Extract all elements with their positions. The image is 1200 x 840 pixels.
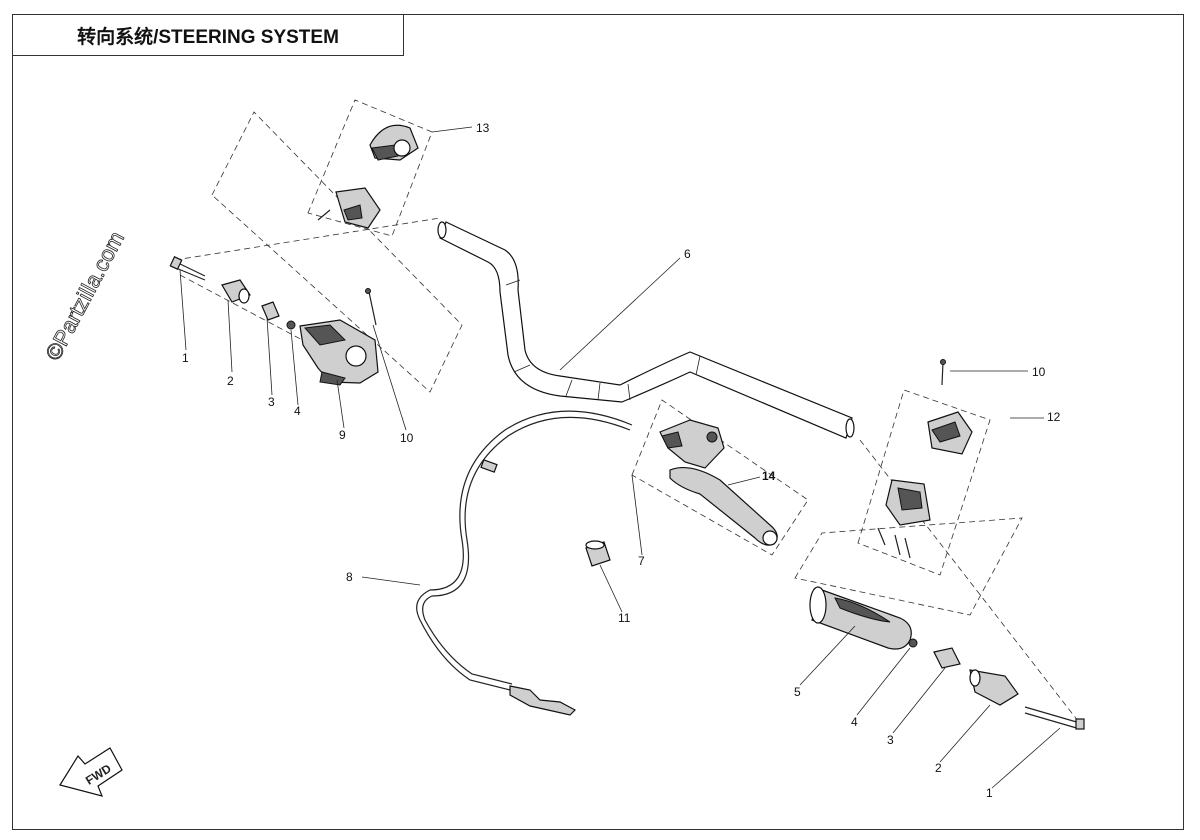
callout-right-10: 10 xyxy=(1032,365,1046,379)
callout-right-1: 1 xyxy=(986,786,993,800)
right-switch-group-box xyxy=(857,389,991,576)
callout-right-4: 4 xyxy=(851,715,858,729)
callout-left-1: 1 xyxy=(182,351,189,365)
brake-lever-assembly[interactable] xyxy=(659,419,725,469)
callout-right-3: 3 xyxy=(887,733,894,747)
handlebar-right-end xyxy=(845,418,855,438)
handlebar-left-end xyxy=(437,221,447,239)
callout-bar-6: 6 xyxy=(684,247,691,261)
end-cap[interactable] xyxy=(585,540,611,567)
callout-left-2: 2 xyxy=(227,374,234,388)
callout-labels: 1 2 3 4 9 10 13 6 10 12 14 7 8 11 5 4 3 … xyxy=(182,121,1061,800)
right-switch-housing[interactable] xyxy=(877,411,973,559)
top-switch-housing[interactable] xyxy=(317,124,419,229)
drawing-frame xyxy=(12,14,1184,830)
callout-left-9: 9 xyxy=(339,428,346,442)
fwd-arrow: FWD xyxy=(59,747,123,797)
handlebar[interactable] xyxy=(437,221,855,439)
watermark: ©Partzilla.com xyxy=(40,227,130,365)
right-washer[interactable] xyxy=(908,638,918,648)
callout-left-3: 3 xyxy=(268,395,275,409)
callout-cap-11: 11 xyxy=(618,611,631,625)
callout-left-10: 10 xyxy=(400,431,414,445)
lever-group-box xyxy=(631,399,809,556)
right-grip-group-box xyxy=(794,517,1023,616)
left-sleeve[interactable] xyxy=(261,301,280,321)
callout-lever-14: 14 xyxy=(762,469,776,483)
callout-top-13: 13 xyxy=(476,121,490,135)
right-hand-grip[interactable] xyxy=(809,586,912,650)
axis-line-left xyxy=(174,217,441,261)
callout-cable-8: 8 xyxy=(346,570,353,584)
callout-right-12: 12 xyxy=(1047,410,1061,424)
leader-lines xyxy=(179,126,1061,789)
brake-lever[interactable] xyxy=(669,467,778,546)
watermark-text: ©Partzilla.com xyxy=(40,227,129,364)
brake-cable[interactable] xyxy=(416,410,633,716)
left-bar-end-weight[interactable] xyxy=(221,279,251,304)
right-screw[interactable] xyxy=(940,359,946,386)
page-title: 转向系统/STEERING SYSTEM xyxy=(77,26,339,48)
callout-right-2: 2 xyxy=(935,761,942,775)
right-sleeve[interactable] xyxy=(933,647,961,669)
right-bar-end-weight[interactable] xyxy=(969,669,1019,706)
left-switch-group-box xyxy=(211,111,463,393)
callout-lever-7: 7 xyxy=(638,554,645,568)
left-bar-end-bolt[interactable] xyxy=(169,255,206,281)
left-screw[interactable] xyxy=(365,288,377,326)
right-bar-end-bolt[interactable] xyxy=(1024,706,1085,730)
left-switch-housing[interactable] xyxy=(299,319,379,386)
callout-right-5: 5 xyxy=(794,685,801,699)
title-box: 转向系统/STEERING SYSTEM xyxy=(12,14,404,56)
callout-left-4: 4 xyxy=(294,404,301,418)
left-washer[interactable] xyxy=(286,320,296,330)
